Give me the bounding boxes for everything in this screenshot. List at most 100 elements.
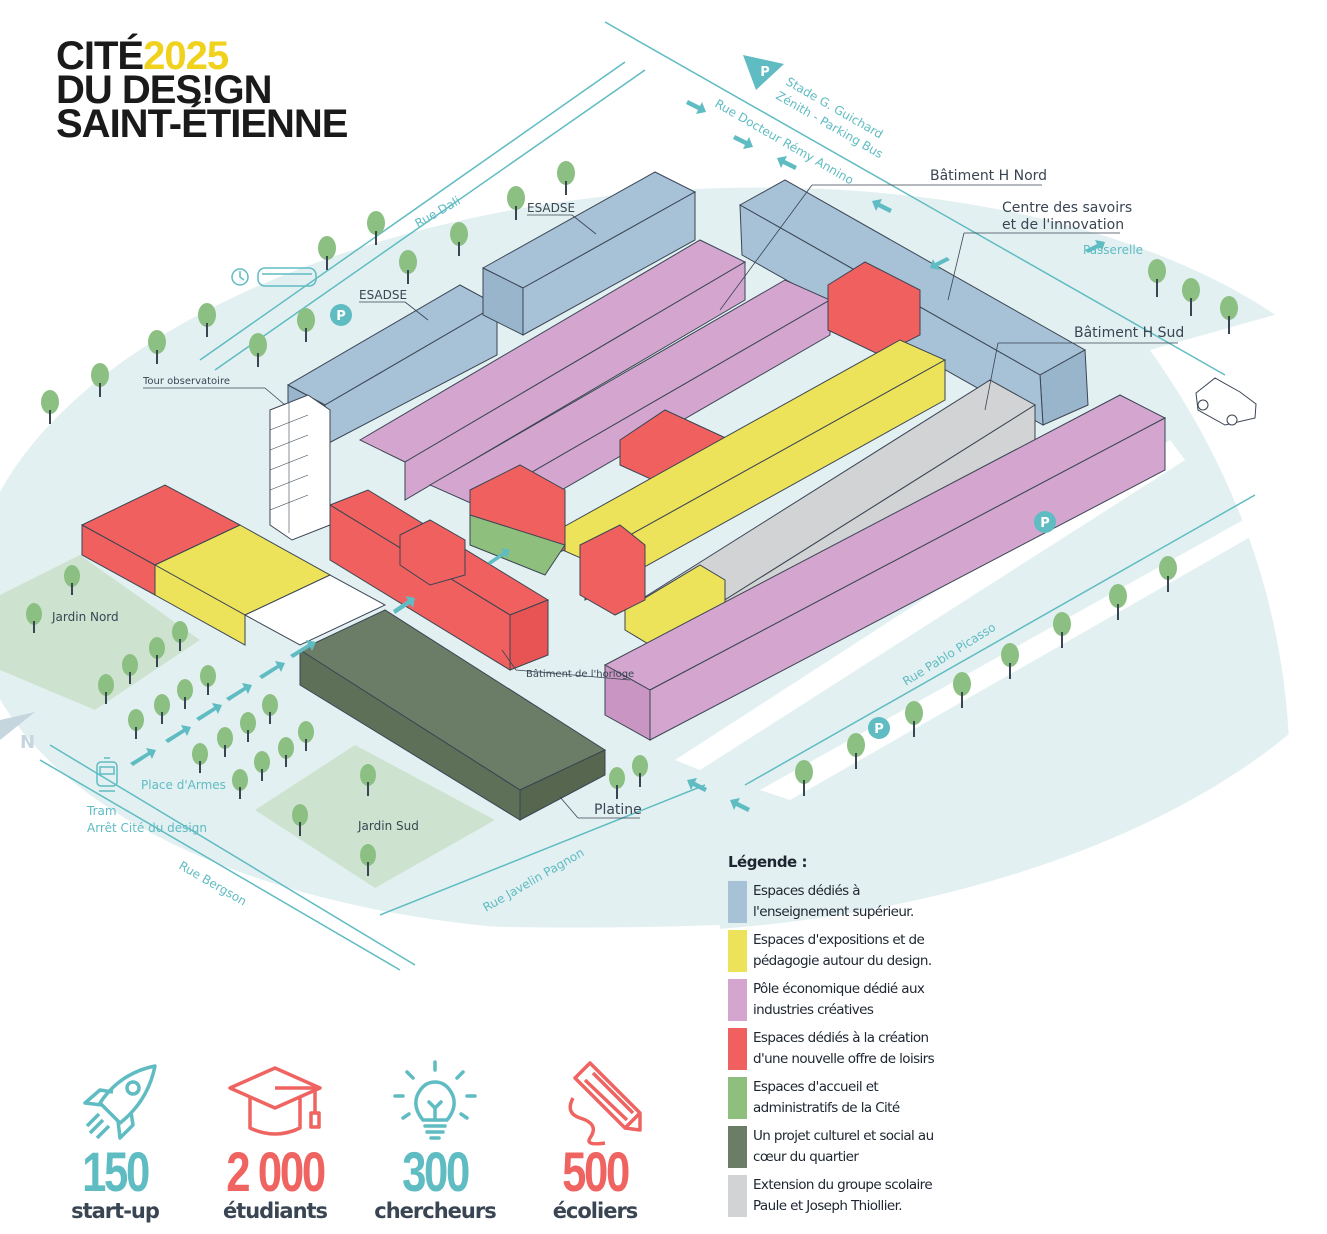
svg-text:P: P bbox=[874, 722, 884, 737]
tree-icon bbox=[254, 751, 270, 781]
stat-etudiants: 2 000 étudiants bbox=[200, 1058, 350, 1224]
arrow-icon bbox=[196, 703, 222, 721]
tree-icon bbox=[292, 804, 308, 836]
legend-swatch bbox=[728, 1028, 747, 1070]
tree-icon bbox=[318, 236, 336, 270]
legend-text: Espaces dédiés à la création d'une nouve… bbox=[753, 1030, 935, 1067]
arrow-icon bbox=[226, 683, 252, 701]
building-esadse-2[interactable] bbox=[481, 171, 697, 336]
rocket-icon bbox=[83, 1064, 157, 1140]
direction-arrows bbox=[130, 100, 1105, 812]
legend-swatch bbox=[728, 1077, 747, 1119]
tree-icon bbox=[41, 390, 59, 424]
tower-observatoire[interactable] bbox=[269, 394, 331, 541]
label-jardin-sud: Jardin Sud bbox=[357, 819, 419, 833]
arrow-icon bbox=[872, 199, 892, 213]
street-lines bbox=[39, 21, 1256, 971]
bus-icon bbox=[257, 267, 317, 287]
tree-icon bbox=[367, 211, 385, 245]
arrow-icon bbox=[730, 798, 750, 812]
label-centre-savoirs-2: et de l'innovation bbox=[1002, 217, 1124, 233]
parking-markers: P P P P bbox=[330, 55, 1056, 739]
svg-text:N: N bbox=[20, 732, 35, 753]
parking-flag-icon: P bbox=[743, 55, 784, 90]
legend-item: Espaces dédiés à l'enseignement supérieu… bbox=[728, 881, 988, 923]
trees bbox=[26, 161, 1238, 876]
tree-icon bbox=[128, 709, 144, 739]
legend-swatch bbox=[728, 1175, 747, 1217]
building-accueil-green[interactable] bbox=[469, 464, 646, 616]
arrow-icon bbox=[130, 748, 156, 766]
arrow-icon bbox=[165, 725, 191, 743]
legend-swatch bbox=[728, 881, 747, 923]
tree-icon bbox=[632, 755, 648, 787]
parking-icon: P bbox=[330, 304, 352, 326]
lightbulb-icon bbox=[393, 1060, 477, 1140]
label-centre-savoirs-1: Centre des savoirs bbox=[1002, 200, 1132, 216]
legend-item: Espaces d'accueil et administratifs de l… bbox=[728, 1077, 988, 1119]
tree-icon bbox=[1001, 643, 1019, 679]
legend-item: Extension du groupe scolaire Paule et Jo… bbox=[728, 1175, 988, 1217]
arrow-icon bbox=[930, 257, 950, 270]
arrow-icon bbox=[393, 596, 415, 614]
label-jardin-nord: Jardin Nord bbox=[51, 610, 119, 624]
label-place-armes: Place d'Armes bbox=[141, 778, 226, 792]
tree-icon bbox=[232, 769, 248, 799]
building-expositions-yellow[interactable] bbox=[538, 339, 947, 601]
north-indicator: N bbox=[0, 712, 35, 753]
building-pole-economique-south[interactable] bbox=[603, 394, 1167, 741]
tree-icon bbox=[249, 333, 267, 367]
stat-value: 150 bbox=[82, 1140, 150, 1203]
tree-icon bbox=[148, 330, 166, 364]
tree-icon bbox=[177, 679, 193, 709]
tree-icon bbox=[795, 760, 813, 796]
stat-label: écoliers bbox=[552, 1199, 639, 1223]
arrow-icon bbox=[1085, 240, 1105, 253]
tree-icon bbox=[91, 363, 109, 397]
stat-startups: 150 start-up bbox=[40, 1058, 190, 1224]
building-platine[interactable] bbox=[80, 484, 607, 821]
tree-icon bbox=[905, 701, 923, 737]
arrow-icon bbox=[777, 156, 797, 170]
tree-icon bbox=[262, 694, 278, 724]
tree-icon bbox=[1182, 278, 1200, 316]
tree-icon bbox=[847, 733, 865, 769]
legend-swatch bbox=[728, 930, 747, 972]
stat-ecoliers: 500 écoliers bbox=[520, 1058, 670, 1224]
bus-stop bbox=[231, 267, 317, 287]
parking-icon: P bbox=[1034, 511, 1056, 533]
arrow-icon bbox=[686, 100, 706, 114]
legend-text: Espaces d'expositions et de pédagogie au… bbox=[753, 932, 932, 969]
arrow-icon bbox=[290, 640, 316, 658]
stat-value: 2 000 bbox=[226, 1140, 326, 1203]
label-batiment-horloge: Bâtiment de l'horloge bbox=[526, 668, 634, 680]
tree-icon bbox=[1109, 584, 1127, 620]
stat-label: chercheurs bbox=[374, 1199, 496, 1223]
building-loisirs-red-1[interactable] bbox=[827, 261, 921, 356]
legend-text: Espaces d'accueil et administratifs de l… bbox=[753, 1079, 900, 1116]
legend-item: Espaces dédiés à la création d'une nouve… bbox=[728, 1028, 988, 1070]
legend: Légende : Espaces dédiés à l'enseignemen… bbox=[728, 853, 988, 1224]
building-horloge[interactable] bbox=[328, 489, 550, 671]
building-pole-economique-1[interactable] bbox=[358, 239, 747, 501]
tram-icon bbox=[96, 757, 118, 792]
tree-icon bbox=[154, 694, 170, 724]
stat-label: étudiants bbox=[222, 1199, 328, 1223]
building-labels: ESADSE ESADSE Tour observatoire Bâtiment… bbox=[142, 168, 1184, 819]
tree-icon bbox=[200, 665, 216, 695]
tree-icon bbox=[149, 637, 165, 667]
label-batiment-h-nord: Bâtiment H Nord bbox=[930, 168, 1047, 184]
parking-icon: P bbox=[868, 717, 890, 739]
tree-icon bbox=[298, 721, 314, 751]
tree-icon bbox=[217, 727, 233, 757]
stat-value: 500 bbox=[562, 1140, 630, 1203]
label-passerelle: Passerelle bbox=[1083, 243, 1143, 257]
svg-text:P: P bbox=[760, 65, 770, 80]
tree-icon bbox=[64, 565, 80, 595]
tree-icon bbox=[450, 222, 468, 256]
cite-du-design-logo: CITÉ2025 DU DES!GN SAINT-ÉTIENNE bbox=[56, 36, 348, 144]
pencil-icon bbox=[568, 1061, 642, 1146]
arrow-icon bbox=[488, 548, 510, 565]
legend-text: Espaces dédiés à l'enseignement supérieu… bbox=[753, 883, 914, 920]
tree-icon bbox=[953, 672, 971, 708]
